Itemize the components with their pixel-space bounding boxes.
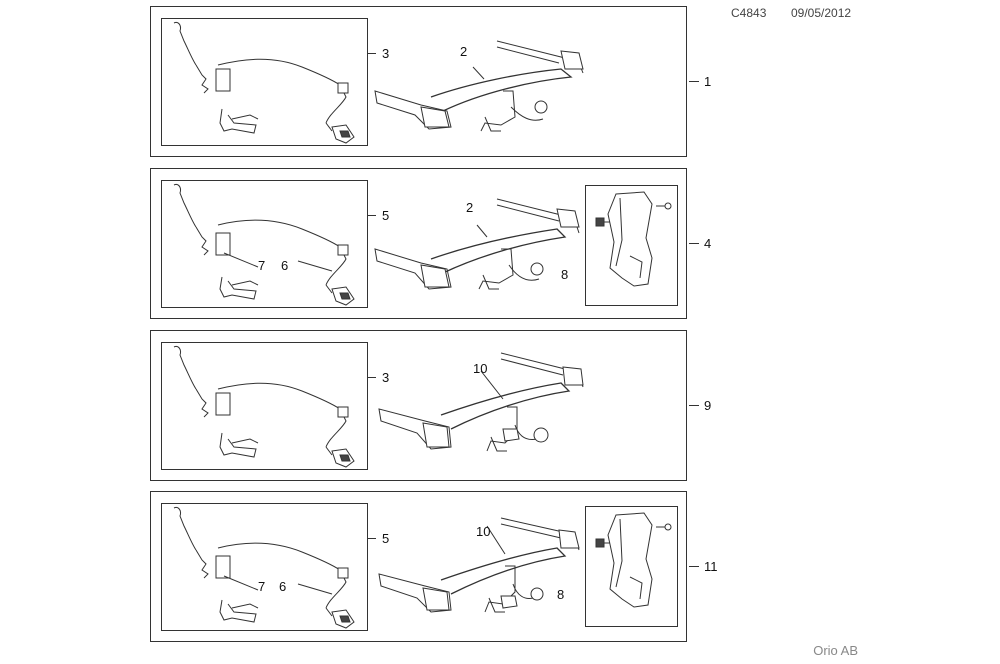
kit-number-1: 1 — [704, 74, 712, 89]
wiring-harness-box — [161, 18, 368, 146]
wiring-harness-label: 5 — [382, 531, 390, 546]
wiring-harness-label: 5 — [382, 208, 390, 223]
kit-number-4: 4 — [704, 236, 712, 251]
heat-shield-drawing — [595, 191, 672, 287]
heat-shield-drawing — [595, 512, 672, 608]
wiring-harness-drawing — [173, 22, 355, 144]
heat-shield-box — [585, 506, 678, 627]
wiring-harness-box — [161, 180, 368, 308]
tow-bar-drawing — [374, 198, 580, 290]
tow-bar-label: 2 — [466, 200, 474, 215]
wiring-harness-drawing — [173, 507, 355, 629]
connector-label: 7 — [258, 579, 266, 594]
kit-panel-11: 5 7 6 10 8 — [150, 491, 687, 642]
heat-shield-label: 8 — [561, 267, 569, 282]
kit-panel-1: 3 2 — [150, 6, 687, 157]
wiring-harness-label: 3 — [382, 46, 390, 61]
connector-label: 6 — [281, 258, 289, 273]
drawing-date: 09/05/2012 — [791, 6, 852, 20]
drawing-code: C4843 — [731, 6, 767, 20]
wiring-harness-drawing — [173, 184, 355, 306]
tow-bar-label: 10 — [473, 361, 488, 376]
heat-shield-label: 8 — [557, 587, 565, 602]
tow-bar-label: 10 — [476, 524, 491, 539]
wiring-harness-label: 3 — [382, 370, 390, 385]
kit-number-11: 11 — [704, 559, 718, 574]
wiring-harness-box — [161, 342, 368, 470]
wiring-harness-drawing — [173, 346, 355, 468]
heat-shield-box — [585, 185, 678, 306]
tow-bar-drawing — [378, 517, 580, 613]
kit-number-9: 9 — [704, 398, 712, 413]
footer-brand: Orio AB — [813, 643, 858, 658]
connector-label: 6 — [279, 579, 287, 594]
kit-panel-4: 5 7 6 2 8 — [150, 168, 687, 319]
tow-bar-drawing — [378, 352, 584, 452]
wiring-harness-box — [161, 503, 368, 631]
tow-bar-drawing — [374, 40, 584, 132]
kit-panel-9: 3 10 — [150, 330, 687, 481]
connector-label: 7 — [258, 258, 266, 273]
tow-bar-label: 2 — [460, 44, 468, 59]
